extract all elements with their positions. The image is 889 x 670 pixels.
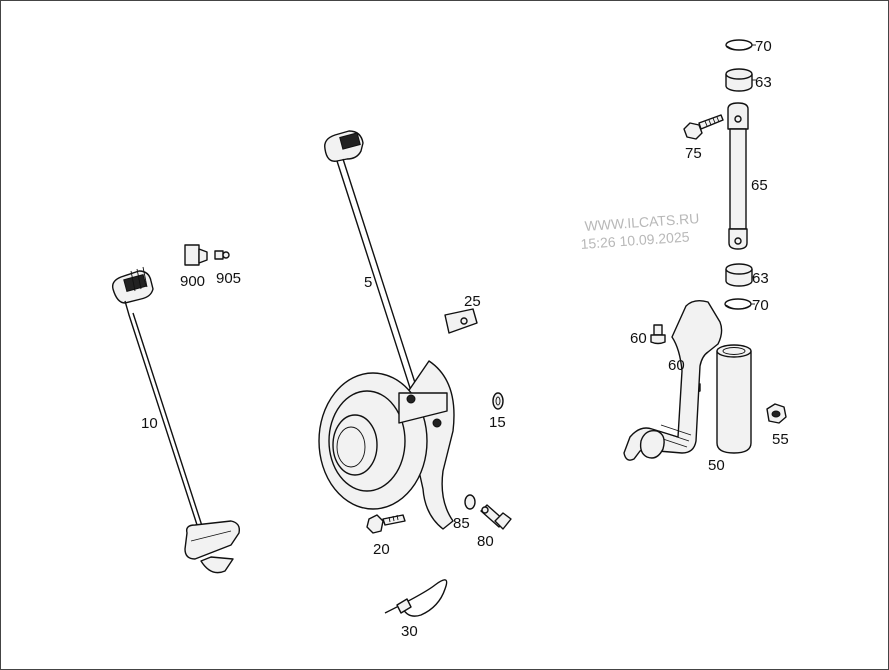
bolt-20 bbox=[366, 514, 406, 534]
washer-15 bbox=[492, 392, 504, 410]
o-ring-85 bbox=[464, 494, 476, 510]
cable-tie-30 bbox=[384, 579, 448, 617]
callout-50: 50 bbox=[708, 457, 725, 474]
snap-ring-bottom bbox=[724, 298, 752, 310]
bracket-25 bbox=[444, 308, 478, 334]
callout-70-bottom: 70 bbox=[752, 297, 769, 314]
callout-63-top: 63 bbox=[755, 74, 772, 91]
callout-85: 85 bbox=[453, 515, 470, 532]
clutch-slave-assembly-5 bbox=[318, 130, 455, 530]
callout-labels: 70 63 75 65 63 70 60 60 55 50 900 905 10… bbox=[141, 38, 789, 640]
callout-75: 75 bbox=[685, 145, 702, 162]
callout-63-bottom: 63 bbox=[752, 270, 769, 287]
watermark-url: WWW.ILCATS.RU bbox=[584, 210, 700, 234]
callout-30: 30 bbox=[401, 623, 418, 640]
bleed-valve-80 bbox=[480, 504, 512, 530]
callout-60-b: 60 bbox=[668, 357, 685, 374]
callout-70-top: 70 bbox=[755, 38, 772, 55]
bushing-top bbox=[725, 68, 753, 92]
callout-5: 5 bbox=[364, 274, 372, 291]
watermark-timestamp: 15:26 10.09.2025 bbox=[580, 228, 690, 252]
sensor-cable-10 bbox=[111, 266, 241, 574]
nut-55 bbox=[766, 403, 787, 424]
callout-55: 55 bbox=[772, 431, 789, 448]
bushing-bottom bbox=[725, 263, 753, 287]
callout-65: 65 bbox=[751, 177, 768, 194]
callout-900: 900 bbox=[180, 273, 205, 290]
snap-ring-top bbox=[725, 39, 753, 51]
callout-10: 10 bbox=[141, 415, 158, 432]
callout-15: 15 bbox=[489, 414, 506, 431]
leader-lines bbox=[751, 44, 756, 305]
callout-25: 25 bbox=[464, 293, 481, 310]
shaft-65 bbox=[727, 102, 749, 250]
callout-80: 80 bbox=[477, 533, 494, 550]
connector-900 bbox=[184, 244, 208, 266]
callout-905: 905 bbox=[216, 270, 241, 287]
pin-905 bbox=[214, 250, 230, 260]
callout-20: 20 bbox=[373, 541, 390, 558]
callout-60-a: 60 bbox=[630, 330, 647, 347]
shift-lever-50 bbox=[623, 299, 752, 461]
bolt-75 bbox=[683, 114, 724, 140]
set-screw-60a bbox=[650, 324, 666, 345]
